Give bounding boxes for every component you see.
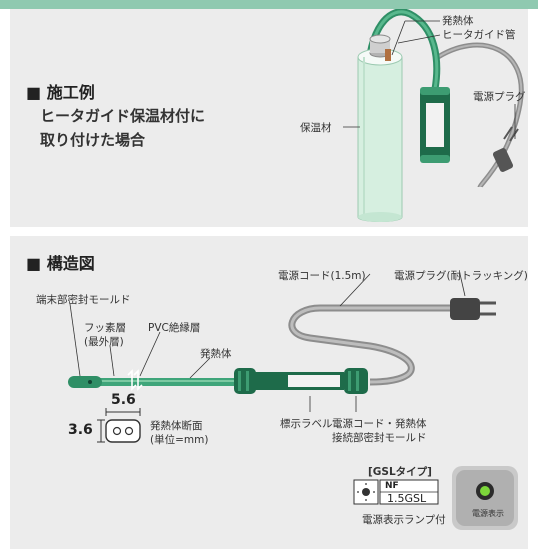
installation-illustration [343, 9, 524, 222]
label-plug: 電源プラグ [473, 91, 526, 103]
top-accent-bar [0, 0, 538, 9]
label-joint-line2: 接続部密封モールド [332, 432, 427, 444]
gsl-caption: 電源表示ランプ付 [362, 514, 446, 526]
gsl-model: 1.5GSL [387, 492, 427, 505]
label-guide-tube: ヒータガイド管 [442, 29, 516, 41]
plug-icon [450, 298, 480, 320]
dim-width: 5.6 [111, 392, 136, 408]
gsl-title: [GSLタイプ] [368, 466, 432, 478]
cross-section-shape [105, 419, 141, 443]
power-lamp-icon [480, 486, 490, 496]
structure-heading: ■ 構造図 [26, 254, 95, 273]
gsl-mark: NF [385, 481, 399, 491]
example-line2: 取り付けた場合 [40, 131, 146, 149]
plug-icon [492, 148, 514, 172]
label-end-mold: 端末部密封モールド [36, 294, 131, 306]
label-cord: 電源コード(1.5m) [278, 270, 366, 282]
label-fluorine-line2: (最外層) [84, 336, 124, 348]
label-heater: 発熱体 [442, 15, 474, 27]
label-fluorine-line1: フッ素層 [84, 322, 126, 334]
example-line1: ヒータガイド保温材付に [40, 107, 206, 125]
structure-panel: ■ 構造図 端末部密封モールド フッ素層 (最外層) PVC絶縁層 発熱体 電源… [10, 236, 528, 549]
label-joint-line1: 電源コード・発熱体 [332, 418, 427, 430]
label-heater: 発熱体 [200, 348, 232, 360]
label-indicator: 標示ラベル [280, 418, 333, 430]
lamp-label: 電源表示 [472, 509, 504, 518]
label-plug: 電源プラグ(耐トラッキング) [394, 270, 528, 282]
example-heading: ■ 施工例 [26, 83, 95, 102]
label-section-line1: 発熱体断面 [150, 420, 203, 432]
label-pvc: PVC絶縁層 [148, 322, 201, 334]
label-section-line2: (単位=mm) [150, 434, 209, 446]
label-insulation: 保温材 [300, 122, 332, 134]
installation-example-panel: ■ 施工例 ヒータガイド保温材付に 取り付けた場合 発熱体 ヒータガイド管 保温… [10, 9, 528, 227]
structure-illustration [68, 273, 518, 530]
dim-height: 3.6 [68, 422, 93, 438]
